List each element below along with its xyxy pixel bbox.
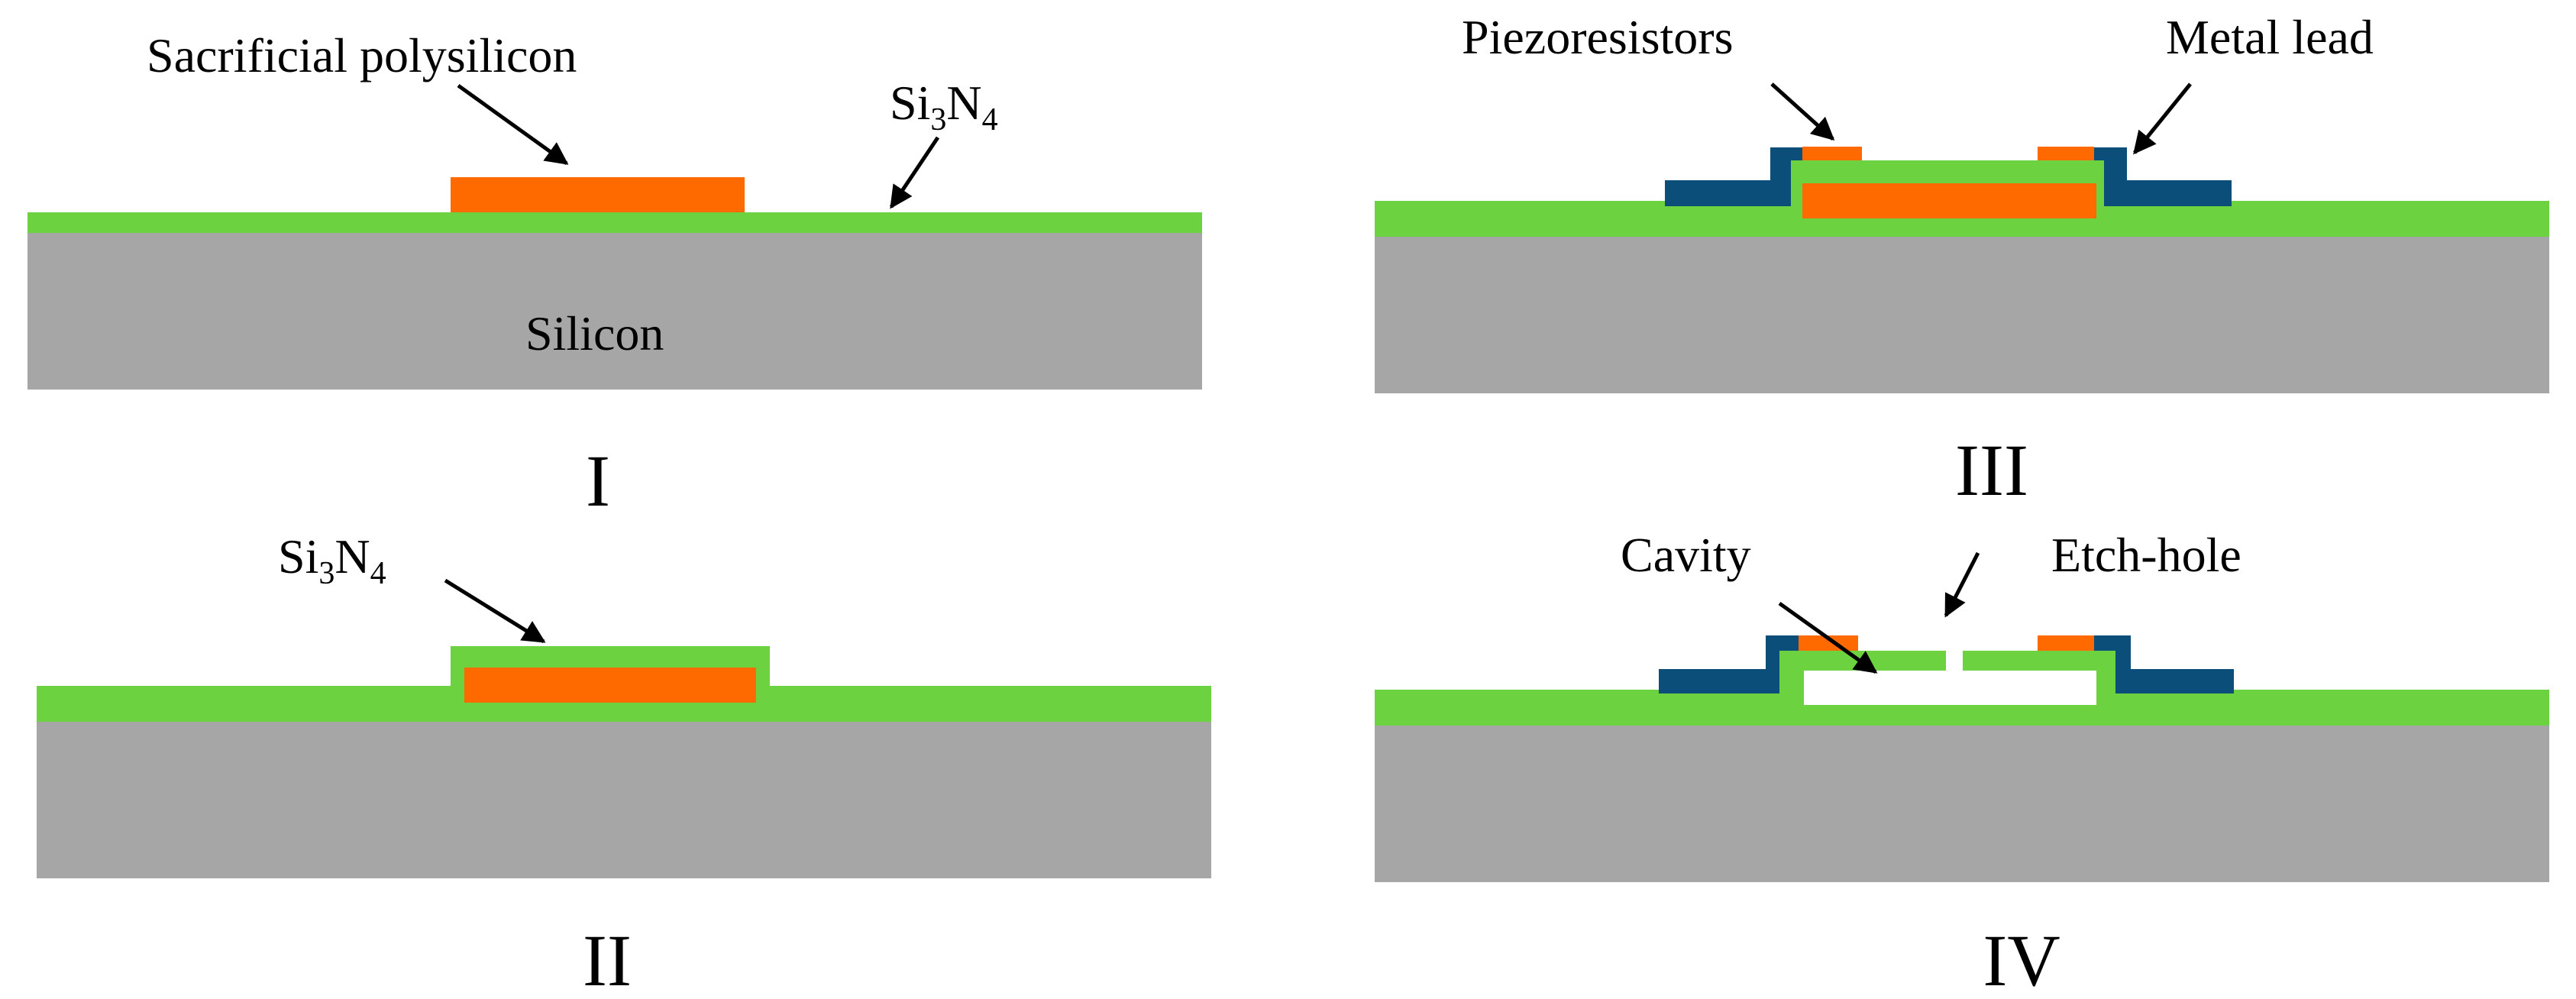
label-si3n4-sub4: 4 [982, 102, 998, 137]
label-si3n4: Si3N4 [890, 76, 998, 137]
piezoresistor-right [2038, 147, 2094, 160]
sacrificial-polysilicon [451, 177, 745, 212]
silicon-substrate [1375, 726, 2549, 882]
label-si3n4-si: Si [278, 529, 318, 584]
arrow-nitride [889, 136, 940, 209]
panel-numeral-4: IV [1983, 920, 2060, 999]
panel-numeral-3: III [1955, 429, 2028, 511]
silicon-substrate [37, 722, 1211, 878]
label-si3n4-si: Si [890, 76, 930, 130]
metal-lead-left [1659, 635, 1799, 693]
sacrificial-polysilicon [464, 668, 756, 703]
arrow-metal-lead [2133, 82, 2192, 155]
label-piezoresistors: Piezoresistors [1462, 10, 1734, 64]
arrow-cavity [1778, 601, 1878, 674]
label-etch-hole: Etch-hole [2051, 528, 2241, 582]
panel-numeral-2: II [583, 920, 632, 999]
arrow-etch-hole [1944, 551, 1980, 618]
arrow-piezoresistor [1770, 82, 1835, 141]
piezoresistor-right [2038, 635, 2094, 651]
metal-lead-left [1665, 147, 1802, 206]
arrow-nitride [444, 578, 546, 644]
piezoresistor-left [1802, 147, 1862, 160]
sacrificial-polysilicon [1802, 183, 2096, 218]
label-si3n4-sub3: 3 [930, 102, 946, 137]
panel-numeral-1: I [586, 440, 610, 522]
label-si3n4-sub3: 3 [318, 556, 335, 591]
panel-1: Sacrificial polysilicon Si3N4 Silicon I [27, 28, 1202, 522]
metal-lead-right [2094, 635, 2234, 693]
panel-2: Si3N4 II [37, 529, 1211, 999]
label-si3n4-sub4: 4 [370, 556, 386, 591]
panel-3: Piezoresistors Metal lead III [1375, 10, 2549, 511]
cavity [1804, 671, 2096, 705]
label-si3n4: Si3N4 [278, 529, 386, 591]
label-metal-lead: Metal lead [2166, 10, 2374, 64]
metal-lead-right [2094, 147, 2232, 206]
silicon-substrate [1375, 237, 2549, 393]
label-silicon: Silicon [525, 306, 664, 360]
panel-4: Cavity Etch-hole IV [1375, 528, 2549, 999]
label-cavity: Cavity [1621, 528, 1751, 582]
silicon-substrate [27, 233, 1202, 390]
arrow-polysilicon [457, 83, 569, 166]
label-sacrificial-polysilicon: Sacrificial polysilicon [147, 28, 577, 82]
etch-hole [1946, 651, 1963, 671]
label-si3n4-n: N [946, 76, 981, 130]
label-si3n4-n: N [335, 529, 370, 584]
nitride-layer [27, 212, 1202, 233]
